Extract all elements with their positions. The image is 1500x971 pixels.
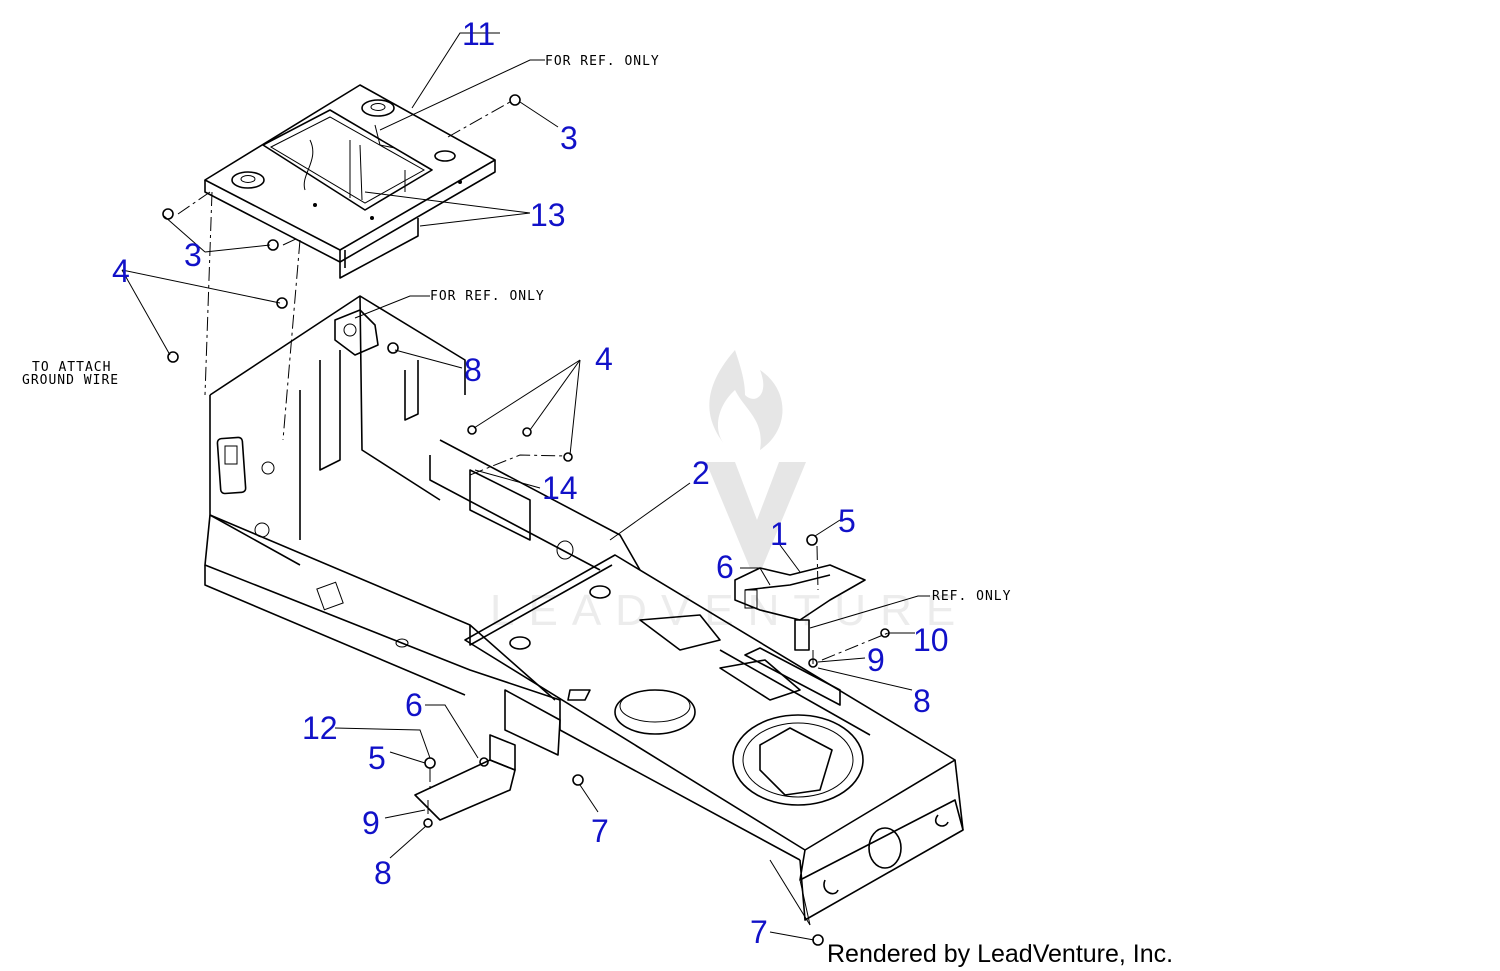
callout-13: 13 bbox=[530, 197, 566, 233]
callout-6-lower: 6 bbox=[405, 687, 423, 723]
assembly-lines bbox=[177, 101, 889, 820]
callout-10: 10 bbox=[913, 622, 949, 658]
leader-lines bbox=[121, 32, 930, 941]
callout-2: 2 bbox=[692, 455, 710, 491]
reference-notes: FOR REF. ONLY FOR REF. ONLY REF. ONLY TO… bbox=[22, 54, 1011, 604]
part-callouts: 11 3 13 3 4 8 4 14 2 5 1 6 10 9 8 12 6 5… bbox=[112, 16, 949, 950]
note-ref-only-right: REF. ONLY bbox=[932, 589, 1011, 604]
callout-8-solenoid: 8 bbox=[464, 352, 482, 388]
callout-8-right: 8 bbox=[913, 683, 931, 719]
note-ground-wire-line2: GROUND WIRE bbox=[22, 373, 119, 388]
callout-14: 14 bbox=[542, 470, 578, 506]
note-ground-wire-line1: TO ATTACH bbox=[32, 360, 111, 375]
seat-plate bbox=[204, 84, 496, 279]
callout-9-right: 9 bbox=[867, 642, 885, 678]
pedal-bracket bbox=[734, 534, 866, 668]
note-for-ref-only-middle: FOR REF. ONLY bbox=[430, 289, 545, 304]
callout-12: 12 bbox=[302, 710, 338, 746]
callout-5-right: 5 bbox=[838, 503, 856, 539]
callout-7-middle: 7 bbox=[591, 813, 609, 849]
callout-7-bottom: 7 bbox=[750, 914, 768, 950]
callout-8-lower: 8 bbox=[374, 855, 392, 891]
watermark-text: LEADVENTURE bbox=[490, 586, 969, 635]
callout-6-right: 6 bbox=[716, 549, 734, 585]
lower-bracket bbox=[414, 734, 516, 828]
callout-9-lower: 9 bbox=[362, 805, 380, 841]
callout-4-left: 4 bbox=[112, 253, 130, 289]
callout-3-top: 3 bbox=[560, 120, 578, 156]
chassis-frame bbox=[204, 295, 964, 921]
callout-1: 1 bbox=[770, 516, 788, 552]
flame-v-logo-icon bbox=[706, 350, 806, 568]
callout-4-right: 4 bbox=[595, 341, 613, 377]
callout-11: 11 bbox=[462, 16, 495, 52]
watermark: LEADVENTURE bbox=[490, 350, 969, 635]
note-for-ref-only-top: FOR REF. ONLY bbox=[545, 54, 660, 69]
render-credit: Rendered by LeadVenture, Inc. bbox=[827, 940, 1173, 968]
callout-3-left: 3 bbox=[184, 237, 202, 273]
callout-5-lower: 5 bbox=[368, 740, 386, 776]
solenoid bbox=[334, 309, 399, 356]
